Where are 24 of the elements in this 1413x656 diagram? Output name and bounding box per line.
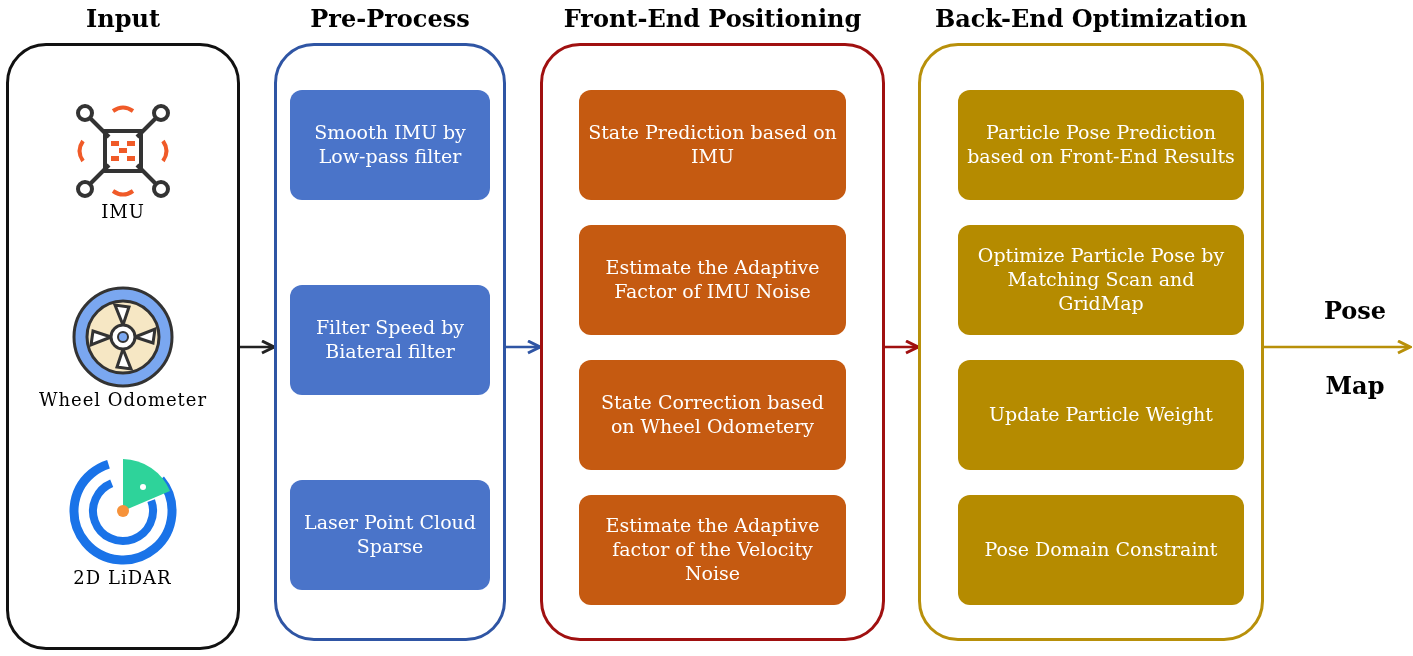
process-box: Filter Speed by Biateral filter (290, 285, 490, 395)
stage-heading: Back-End Optimization (934, 4, 1248, 33)
process-box: Optimize Particle Pose by Matching Scan and GridMap (958, 225, 1244, 335)
arrow (885, 339, 920, 355)
output-label: Pose (1323, 296, 1387, 325)
process-box: Estimate the Adaptive factor of the Velocity Noise (579, 495, 846, 605)
stage-heading: Pre-Process (310, 4, 470, 33)
stage-heading: Input (86, 4, 160, 33)
arrow (240, 339, 276, 355)
arrow (506, 339, 542, 355)
process-box: Pose Domain Constraint (958, 495, 1244, 605)
process-box: Update Particle Weight (958, 360, 1244, 470)
process-box: Particle Pose Prediction based on Front-End Results (958, 90, 1244, 200)
process-box: State Prediction based on IMU (579, 90, 846, 200)
process-box: Estimate the Adaptive Factor of IMU Noise (579, 225, 846, 335)
input-label: Wheel Odometer (38, 389, 208, 410)
process-box: Smooth IMU by Low-pass filter (290, 90, 490, 200)
input-label: 2D LiDAR (73, 567, 172, 588)
stage-heading: Front-End Positioning (563, 4, 862, 33)
arrow (1264, 339, 1412, 355)
output-label: Map (1325, 371, 1385, 400)
process-box: Laser Point Cloud Sparse (290, 480, 490, 590)
process-box: State Correction based on Wheel Odometery (579, 360, 846, 470)
input-label: IMU (101, 201, 145, 222)
